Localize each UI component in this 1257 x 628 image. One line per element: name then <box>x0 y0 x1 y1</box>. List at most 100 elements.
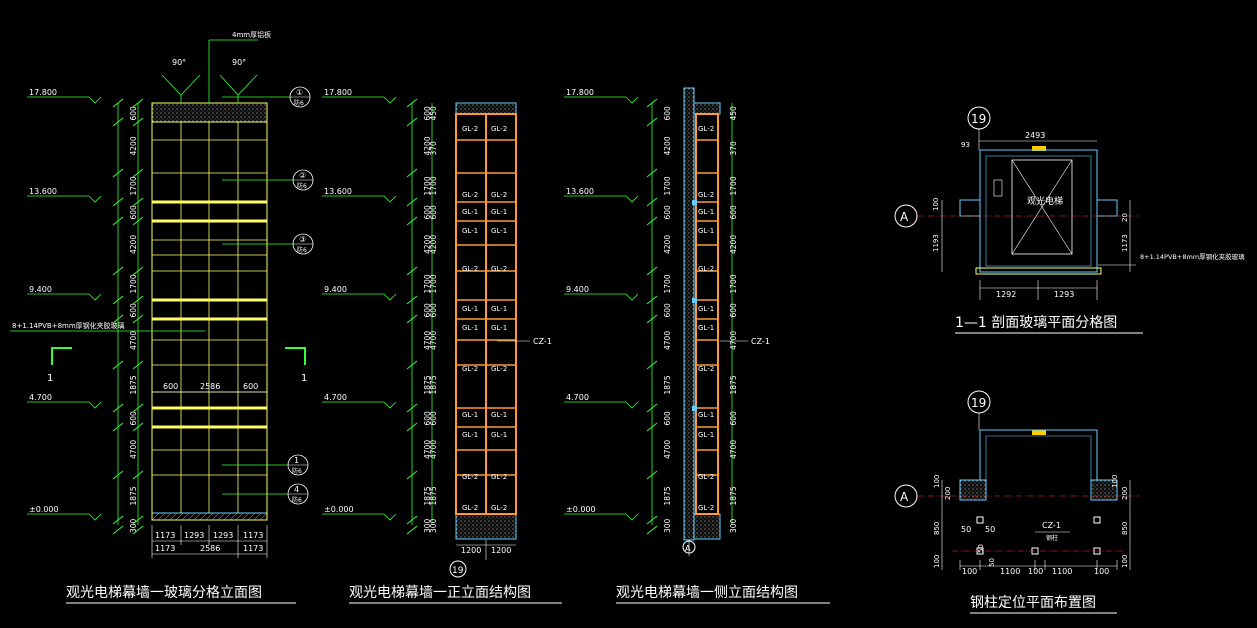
v2-panel-right-11: GL-2 <box>491 504 507 512</box>
v3-title: 观光电梯幕墙一侧立面结构图 <box>616 585 798 601</box>
v3-left-dim-1: 4200 <box>663 136 672 155</box>
v5-bottom-dim-1: 1100 <box>1000 567 1020 576</box>
v5-right-dim-2: 850 <box>1121 522 1129 535</box>
v3-panel-2: GL-1 <box>698 208 714 216</box>
v2-left-dim-8: 1875 <box>423 375 432 394</box>
v2-left-dim-12: 300 <box>423 518 432 533</box>
v3-right-dim-7: 4700 <box>729 331 738 350</box>
v3-panel-10: GL-2 <box>698 473 714 481</box>
v3-panel-6: GL-1 <box>698 324 714 332</box>
v3-left-dim-10: 4700 <box>663 440 672 459</box>
v5-right-dim-0: 200 <box>1121 487 1129 500</box>
v2-axis: 19 <box>452 566 464 576</box>
v2-panel-right-2: GL-1 <box>491 208 507 216</box>
v2-level-3: 4.700 <box>324 393 347 402</box>
v1-left-dim-5: 1700 <box>129 274 138 293</box>
v1-bottom-dim2-2: 1173 <box>243 544 263 553</box>
v2-panel-right-5: GL-1 <box>491 305 507 313</box>
v2-bottom-dim-0: 1200 <box>461 546 481 555</box>
v5-left-dim-3: 100 <box>933 555 941 568</box>
v2-left-tick-13 <box>406 525 418 535</box>
v1-right-tick-9 <box>132 403 144 413</box>
v3-bracket-1 <box>692 298 697 303</box>
v3-right-dim-2: 1700 <box>729 176 738 195</box>
v4-bottom-dim-0: 1292 <box>996 290 1016 299</box>
v2-level-mark-3 <box>383 401 397 409</box>
v3-level-0: 17.800 <box>566 88 594 97</box>
v3-left-dim-6: 600 <box>663 303 672 318</box>
v1-bottom-dim-2: 1293 <box>213 531 233 540</box>
v1-level-4: ±0.000 <box>29 505 59 514</box>
v2-panel-right-7: GL-2 <box>491 365 507 373</box>
v1-bottom-dim-0: 1173 <box>155 531 175 540</box>
v3-left-tick-12 <box>646 515 658 525</box>
v2-panel-left-6: GL-1 <box>462 324 478 332</box>
v1-left-dim-6: 600 <box>129 303 138 318</box>
v2-panel-right-9: GL-1 <box>491 431 507 439</box>
v5-small-dim-2: 50 <box>977 544 985 553</box>
v1-bottom-dim-3: 1173 <box>243 531 263 540</box>
v1-level-2: 9.400 <box>29 285 52 294</box>
v1-left-dim-1: 4200 <box>129 136 138 155</box>
v1-level-0: 17.800 <box>29 88 57 97</box>
v3-level-mark-2 <box>625 293 639 301</box>
v5-axis-top: 19 <box>971 396 986 410</box>
v5-bottom-dim-3: 1100 <box>1052 567 1072 576</box>
v1-section-mark-left: 1 <box>47 373 53 384</box>
v3-right-dim-1: 370 <box>729 141 738 156</box>
v3-left-dim-8: 1875 <box>663 375 672 394</box>
v5-column-label: CZ-1 <box>1042 521 1061 530</box>
v2-left-tick-8 <box>406 360 418 370</box>
v1-inner-dim-1: 2586 <box>200 382 220 391</box>
v2-right-dim-0: 450 <box>429 106 438 121</box>
v1-right-tick-0 <box>132 98 144 108</box>
v2-left-dim-5: 1700 <box>423 274 432 293</box>
v3-left-tick-11 <box>646 470 658 480</box>
v2-left-tick-6 <box>406 295 418 305</box>
v1-top-note: 4mm厚铝板 <box>232 30 271 39</box>
v5-small-dim-0: 50 <box>961 525 971 534</box>
v1-right-tick-8 <box>132 360 144 370</box>
v2-left-dim-7: 4700 <box>423 331 432 350</box>
v1-bottom-dim2-0: 1173 <box>155 544 175 553</box>
v2-panel-left-4: GL-2 <box>462 265 478 273</box>
v3-left-tick-3 <box>646 197 658 207</box>
v2-right-dim-3: 600 <box>429 205 438 220</box>
v2-panel-right-4: GL-2 <box>491 265 507 273</box>
v1-right-tick-2 <box>132 168 144 178</box>
v2-level-mark-4 <box>383 513 397 521</box>
v3-left-dim-11: 1875 <box>663 486 672 505</box>
v1-callout-num-4: 4 <box>294 485 299 494</box>
v3-left-dim-0: 600 <box>663 106 672 121</box>
v1-right-tick-11 <box>132 470 144 480</box>
v1-level-mark-4 <box>88 513 102 521</box>
v4-right-dim-0: 20 <box>1121 213 1129 222</box>
v1-left-tick-7 <box>112 314 124 324</box>
v3-left-tick-1 <box>646 117 658 127</box>
v2-left-dim-1: 4200 <box>423 136 432 155</box>
v3-bracket-2 <box>692 406 697 411</box>
v2-right-dim-7: 4700 <box>429 331 438 350</box>
v1-left-tick-3 <box>112 197 124 207</box>
v3-right-dim-5: 1700 <box>729 274 738 293</box>
view-front-elevation: 6004200170060042001700600470018756004700… <box>322 88 562 604</box>
v2-right-dim-5: 1700 <box>429 274 438 293</box>
v3-left-tick-10 <box>646 422 658 432</box>
v1-left-tick-5 <box>112 266 124 276</box>
v5-column-4 <box>1093 516 1101 524</box>
v2-panel-right-8: GL-1 <box>491 411 507 419</box>
v3-level-mark-1 <box>625 195 639 203</box>
v3-left-dim-9: 600 <box>663 411 672 426</box>
v1-left-tick-2 <box>112 168 124 178</box>
v2-left-tick-10 <box>406 422 418 432</box>
v3-level-3: 4.700 <box>566 393 589 402</box>
v2-panel-left-2: GL-1 <box>462 208 478 216</box>
v2-left-dim-2: 1700 <box>423 176 432 195</box>
v1-angle-right: 90° <box>232 58 246 67</box>
v3-right-dim-0: 450 <box>729 106 738 121</box>
v1-left-tick-8 <box>112 360 124 370</box>
v2-left-dim-10: 4700 <box>423 440 432 459</box>
view-section-plan: 19 2493 93 观光电梯 A 8+1.14PVB+8mm厚钢化夹胶玻璃 1… <box>894 106 1245 334</box>
